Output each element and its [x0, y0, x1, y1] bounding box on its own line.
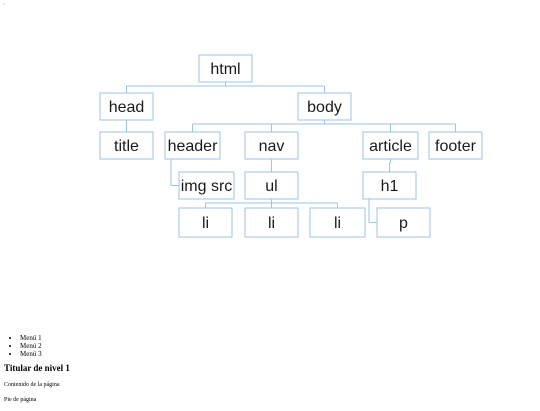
- menu-item: Menú 2: [20, 342, 534, 350]
- node-label: li: [334, 215, 341, 232]
- node-box: [428, 131, 483, 160]
- tree-node-li1: li: [178, 207, 233, 238]
- node-box: [362, 171, 417, 200]
- tree-node-footer: footer: [428, 131, 483, 160]
- node-label: title: [114, 138, 139, 155]
- node-label: footer: [435, 138, 477, 155]
- node-box: [99, 131, 154, 160]
- node-box: [178, 207, 233, 238]
- node-label: head: [109, 99, 145, 116]
- tree-node-li2: li: [244, 207, 299, 238]
- page-heading: Titular de nivel 1: [4, 363, 70, 373]
- node-label: article: [369, 138, 412, 155]
- tree-node-html: html: [198, 54, 253, 83]
- page-content: Contenido de la página: [4, 382, 60, 388]
- node-label: nav: [259, 138, 285, 155]
- node-box: [178, 171, 235, 200]
- node-label: li: [268, 215, 275, 232]
- corner-mark: ◦: [2, 1, 6, 8]
- tree-node-head: head: [99, 92, 154, 121]
- node-label: ul: [265, 178, 277, 195]
- node-label: body: [307, 99, 342, 116]
- node-box: [99, 92, 154, 121]
- tree-node-body: body: [297, 92, 352, 121]
- page-footer: Pie de página: [4, 397, 37, 403]
- tree-node-li3: li: [309, 207, 366, 238]
- node-box: [244, 207, 299, 238]
- node-label: h1: [381, 178, 399, 195]
- node-box: [309, 207, 366, 238]
- node-box: [297, 92, 352, 121]
- tree-node-img: img src: [178, 171, 235, 200]
- tree-node-nav: nav: [244, 131, 299, 160]
- node-label: p: [399, 215, 408, 232]
- node-box: [198, 54, 253, 83]
- tree-node-p: p: [376, 207, 431, 238]
- tree-node-h1: h1: [362, 171, 417, 200]
- node-label: html: [210, 61, 240, 78]
- tree-node-article: article: [362, 131, 419, 160]
- tree-nodes: html head body title header nav article footer i…: [99, 54, 483, 238]
- tree-node-header: header: [164, 131, 221, 160]
- node-box: [376, 207, 431, 238]
- tree-node-title: title: [99, 131, 154, 160]
- rendered-page: Menú 1 Menú 2 Menú 3 Titular de nivel 1 …: [4, 334, 534, 411]
- dom-tree-diagram: html head body title header nav article footer i…: [99, 54, 483, 238]
- node-label: header: [168, 138, 218, 155]
- node-box: [362, 131, 419, 160]
- node-label: li: [202, 215, 209, 232]
- menu-item: Menú 3: [20, 350, 534, 358]
- node-box: [244, 171, 299, 200]
- node-label: img src: [181, 178, 233, 195]
- tree-connectors: [126, 82, 456, 223]
- menu-list: Menú 1 Menú 2 Menú 3: [4, 334, 534, 358]
- menu-item: Menú 1: [20, 334, 534, 342]
- node-box: [164, 131, 221, 160]
- node-box: [244, 131, 299, 160]
- tree-node-ul: ul: [244, 171, 299, 200]
